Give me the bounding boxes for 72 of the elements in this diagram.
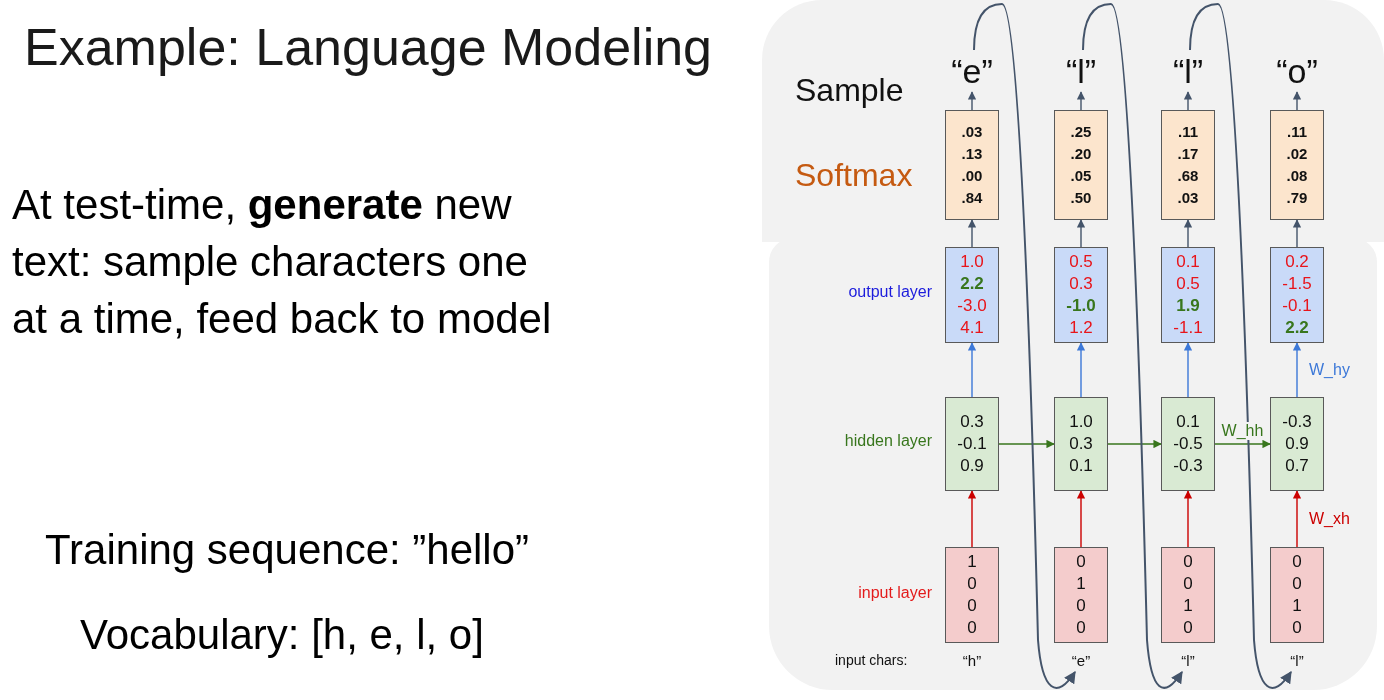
- training-sequence-text: Training sequence: ”hello”: [45, 525, 530, 575]
- input-layer-box: [945, 547, 999, 643]
- softmax-box: [1161, 110, 1215, 220]
- arrow: [1183, 219, 1193, 248]
- row-label: Softmax: [795, 156, 913, 194]
- arrow: [1214, 439, 1271, 449]
- vector-values: 0 1 0 0: [1076, 551, 1086, 639]
- arrow: [1292, 342, 1302, 398]
- feedback-arrow: [1189, 3, 1292, 689]
- sampled-char: “e”: [940, 50, 1004, 92]
- vector-values: -0.3 0.9 0.7: [1282, 411, 1312, 477]
- vector-values: 1 0 0 0: [967, 551, 977, 639]
- output-layer-box: [1161, 247, 1215, 343]
- sampled-char: “o”: [1265, 50, 1329, 92]
- vector-values: 0 0 1 0: [1183, 551, 1193, 639]
- row-label: Sample: [795, 71, 904, 109]
- slide-title: Example: Language Modeling: [24, 17, 713, 78]
- output-layer-box: [1054, 247, 1108, 343]
- softmax-box: [1270, 110, 1324, 220]
- arrow: [1183, 490, 1193, 548]
- input-layer-box: [1270, 547, 1324, 643]
- vector-values: 0.5 0.3 -1.0 1.2: [1066, 251, 1096, 339]
- softmax-box: [1054, 110, 1108, 220]
- vector-values: 0.3 -0.1 0.9: [957, 411, 987, 477]
- vector-values: .11 .02 .08 .79: [1286, 122, 1308, 208]
- sampled-char: “l”: [1049, 50, 1113, 92]
- sampled-char: “l”: [1156, 50, 1220, 92]
- input-char: “l”: [1277, 650, 1317, 672]
- input-char: “h”: [952, 650, 992, 672]
- arrow: [967, 490, 977, 548]
- hidden-layer-box: [1270, 397, 1324, 491]
- feedback-arrow: [1082, 3, 1183, 689]
- arrow: [967, 219, 977, 248]
- hidden-layer-box: [1161, 397, 1215, 491]
- arrow: [1292, 91, 1302, 111]
- weight-label: W_xh: [1307, 510, 1352, 528]
- vector-values: 0.1 0.5 1.9 -1.1: [1173, 251, 1203, 339]
- input-char: “e”: [1061, 650, 1101, 672]
- arrow: [1292, 219, 1302, 248]
- description-text: At test-time, generate new text: sample characters one at a time, feed back to model: [12, 180, 553, 344]
- output-layer-box: [945, 247, 999, 343]
- arrow: [1076, 91, 1086, 111]
- vector-values: .03 .13 .00 .84: [961, 122, 983, 208]
- hidden-layer-box: [1054, 397, 1108, 491]
- vector-values: 0.2 -1.5 -0.1 2.2: [1282, 251, 1312, 339]
- arrow: [1076, 490, 1086, 548]
- arrow: [1076, 342, 1086, 398]
- arrow: [1183, 342, 1193, 398]
- arrow: [998, 439, 1055, 449]
- hidden-layer-box: [945, 397, 999, 491]
- vector-values: 0 0 1 0: [1292, 551, 1302, 639]
- input-layer-box: [1054, 547, 1108, 643]
- arrow: [967, 342, 977, 398]
- vector-values: 1.0 0.3 0.1: [1069, 411, 1093, 477]
- output-layer-box: [1270, 247, 1324, 343]
- vector-values: 0.1 -0.5 -0.3: [1173, 411, 1203, 477]
- feedback-arrow: [973, 3, 1076, 689]
- arrow: [967, 91, 977, 111]
- arrow: [1292, 490, 1302, 548]
- input-layer-box: [1161, 547, 1215, 643]
- vocabulary-text: Vocabulary: [h, e, l, o]: [80, 610, 484, 660]
- softmax-box: [945, 110, 999, 220]
- arrow: [1107, 439, 1162, 449]
- vector-values: .25 .20 .05 .50: [1070, 122, 1092, 208]
- arrow: [1183, 91, 1193, 111]
- weight-label: W_hy: [1307, 361, 1352, 379]
- vector-values: 1.0 2.2 -3.0 4.1: [957, 251, 987, 339]
- weight-label: W_hh: [1219, 422, 1266, 440]
- arrow: [1076, 219, 1086, 248]
- vector-values: .11 .17 .68 .03: [1177, 122, 1199, 208]
- input-char: “l”: [1168, 650, 1208, 672]
- row-label: input chars:: [835, 651, 908, 669]
